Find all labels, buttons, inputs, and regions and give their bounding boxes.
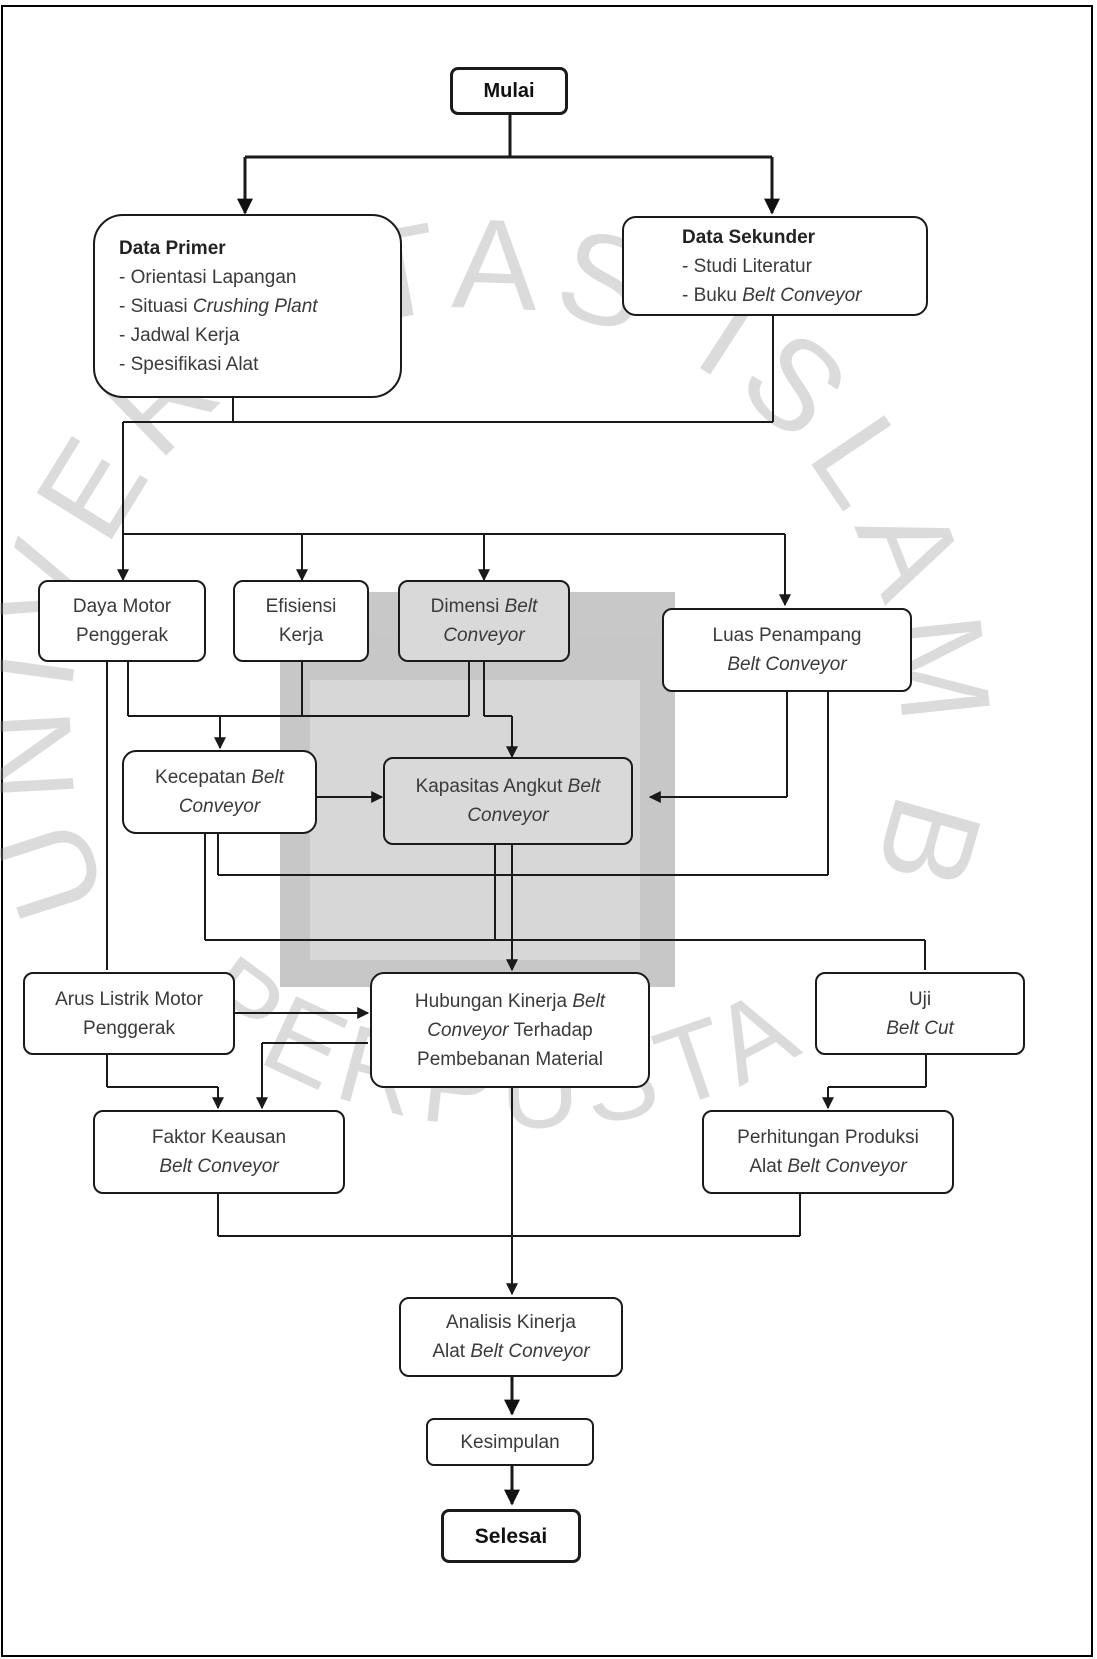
data-primer-title: Data Primer <box>119 237 226 259</box>
data-primer-item-1: - Orientasi Lapangan <box>119 266 297 288</box>
data-sekunder-box: Data Sekunder - Studi Literatur - Buku B… <box>622 216 928 316</box>
efisiensi-box: Efisiensi Kerja <box>233 580 369 662</box>
data-sekunder-item-2: - Buku Belt Conveyor <box>682 284 862 306</box>
analisis-kinerja-box: Analisis Kinerja Alat Belt Conveyor <box>399 1297 623 1377</box>
dimensi-box: Dimensi Belt Conveyor <box>398 580 570 662</box>
arus-listrik-box: Arus Listrik Motor Penggerak <box>23 972 235 1055</box>
connectors <box>106 113 927 1506</box>
page-frame <box>1 5 1093 1657</box>
kesimpulan-box: Kesimpulan <box>426 1418 594 1466</box>
daya-motor-box: Daya Motor Penggerak <box>38 580 206 662</box>
start-label: Mulai <box>483 79 535 102</box>
data-primer-item-2: - Situasi Crushing Plant <box>119 295 318 317</box>
hubungan-kinerja-box: Hubungan Kinerja Belt Conveyor Terhadap … <box>370 972 650 1088</box>
perhitungan-produksi-box: Perhitungan Produksi Alat Belt Conveyor <box>702 1110 954 1194</box>
kecepatan-box: Kecepatan Belt Conveyor <box>122 750 317 834</box>
start-node: Mulai <box>450 67 568 115</box>
uji-belt-cut-box: Uji Belt Cut <box>815 972 1025 1055</box>
data-primer-item-4: - Spesifikasi Alat <box>119 353 259 375</box>
data-sekunder-item-1: - Studi Literatur <box>682 255 812 277</box>
luas-penampang-box: Luas Penampang Belt Conveyor <box>662 608 912 692</box>
end-node: Selesai <box>441 1509 581 1563</box>
end-label: Selesai <box>474 1524 548 1548</box>
kapasitas-box: Kapasitas Angkut Belt Conveyor <box>383 757 633 845</box>
data-primer-box: Data Primer - Orientasi Lapangan - Situa… <box>93 214 402 398</box>
data-sekunder-title: Data Sekunder <box>682 226 816 248</box>
data-primer-item-3: - Jadwal Kerja <box>119 324 240 346</box>
faktor-keausan-box: Faktor Keausan Belt Conveyor <box>93 1110 345 1194</box>
